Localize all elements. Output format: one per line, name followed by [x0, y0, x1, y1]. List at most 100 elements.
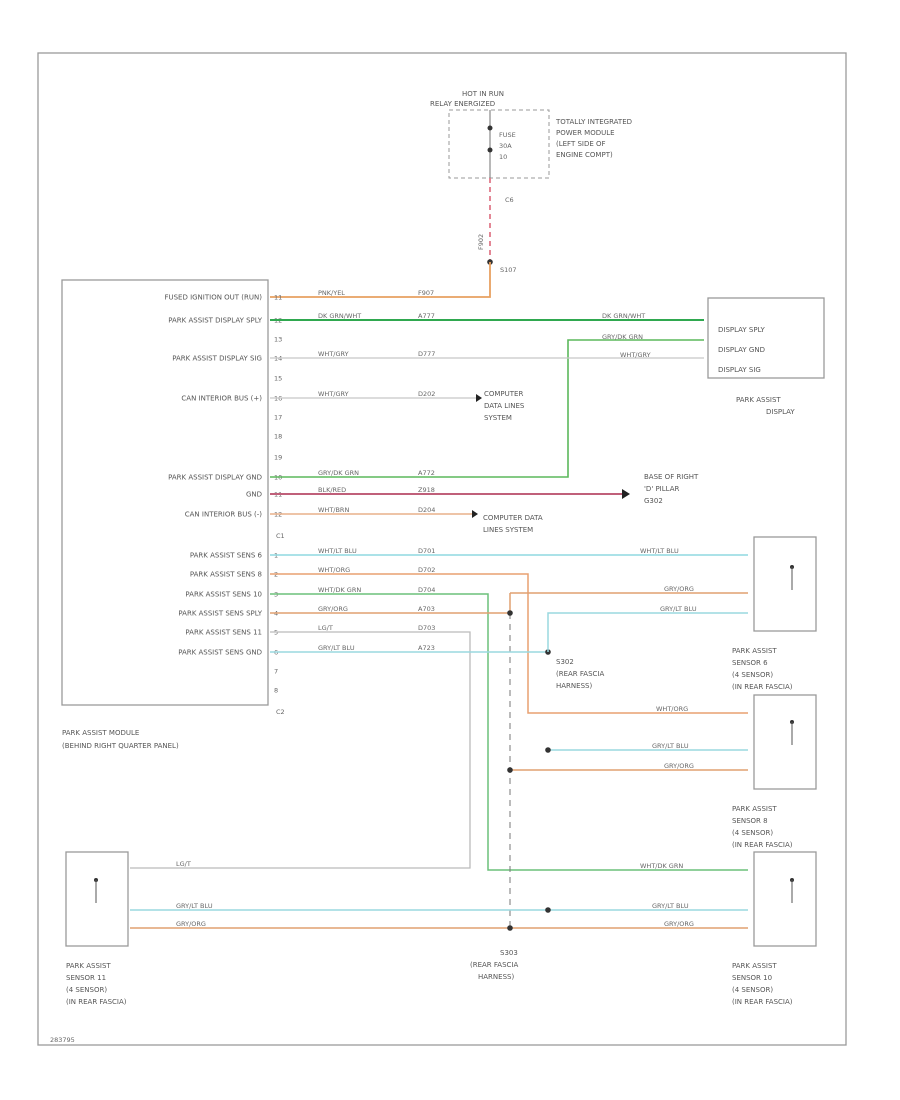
f902-label: F902	[477, 234, 485, 250]
c2-wire-color: WHT/ORG	[318, 566, 350, 574]
s303-line-3: HARNESS)	[478, 973, 514, 981]
sensor8-name-2: SENSOR 8	[732, 817, 768, 825]
sensor6-name-3: (4 SENSOR)	[732, 671, 773, 679]
c1-wire-color: WHT/GRY	[318, 350, 349, 358]
c1-circuit-code: A772	[418, 469, 435, 477]
fuse-label-1: FUSE	[499, 131, 516, 139]
sensor10-wire-3: GRY/ORG	[664, 920, 694, 928]
c2-wire-color: GRY/LT BLU	[318, 644, 355, 652]
s303-line-1: S303	[500, 949, 518, 957]
c1-pin-label: PARK ASSIST DISPLAY GND	[168, 474, 262, 482]
c1-pin-number: 13	[274, 336, 282, 344]
supply-splice-node-2	[507, 767, 513, 773]
fuse-label-2: 30A	[499, 142, 512, 150]
s302-line-1: S302	[556, 658, 574, 666]
sensor10-name-1: PARK ASSIST	[732, 962, 777, 970]
sensor11-name-4: (IN REAR FASCIA)	[66, 998, 127, 1006]
display-wire-label-1: DK GRN/WHT	[602, 312, 645, 320]
c2-pin-label: PARK ASSIST SENS GND	[178, 649, 262, 657]
ground-line-2: 'D' PILLAR	[644, 485, 679, 493]
tipm-line-3: (LEFT SIDE OF	[556, 140, 606, 148]
c2-circuit-code: D701	[418, 547, 435, 555]
sensor11-name-2: SENSOR 11	[66, 974, 106, 982]
c1-circuit-code: F907	[418, 289, 434, 297]
ground-arrow	[622, 489, 630, 499]
c1-wire-color: GRY/DK GRN	[318, 469, 359, 477]
sensor6-name-4: (IN REAR FASCIA)	[732, 683, 793, 691]
sensor11-name-3: (4 SENSOR)	[66, 986, 107, 994]
sensor11-wire-1: LG/T	[176, 860, 191, 868]
c1-circuit-code: D204	[418, 506, 435, 514]
c2-pin-label: PARK ASSIST SENS 8	[190, 571, 262, 579]
display-wire-label-3: WHT/GRY	[620, 351, 651, 359]
sensor8-wire-1: WHT/ORG	[656, 705, 688, 713]
s302-line-2: (REAR FASCIA	[556, 670, 604, 678]
display-pin-sig: DISPLAY SIG	[718, 366, 761, 374]
sensor10-wire-1: WHT/DK GRN	[640, 862, 683, 870]
s303-line-2: (REAR FASCIA	[470, 961, 518, 969]
c1-pin-label: FUSED IGNITION OUT (RUN)	[164, 294, 262, 302]
computer1-line-3: SYSTEM	[484, 414, 512, 422]
d704-wire	[270, 593, 748, 871]
c2-circuit-code: A703	[418, 605, 435, 613]
hot-in-run-label: HOT IN RUN	[462, 90, 504, 98]
c2-circuit-code: A723	[418, 644, 435, 652]
computer-data-arrow-1	[476, 394, 482, 402]
c1-pin-label: CAN INTERIOR BUS (-)	[185, 511, 263, 519]
d703-wire	[130, 631, 471, 869]
c1-pin-number: 11	[274, 294, 282, 302]
c1-circuit-code: Z918	[418, 486, 435, 494]
c2-connector-label: C2	[276, 708, 285, 716]
fuse-label-3: 10	[499, 153, 507, 161]
computer-data-arrow-2	[472, 510, 478, 518]
sensor11-wire-2: GRY/LT BLU	[176, 902, 213, 910]
c2-wire-color: WHT/LT BLU	[318, 547, 357, 555]
c2-pin-number: 7	[274, 668, 278, 676]
c1-pin-number: 15	[274, 375, 282, 383]
ground-line-3: G302	[644, 497, 663, 505]
display-name-1: PARK ASSIST	[736, 396, 781, 404]
s302-line-3: HARNESS)	[556, 682, 592, 690]
computer2-line-1: COMPUTER DATA	[483, 514, 543, 522]
diagram-frame	[37, 52, 847, 1046]
sensor10-wire-2: GRY/LT BLU	[652, 902, 689, 910]
sensor-6-box	[753, 536, 817, 632]
sensor-6: WHT/LT BLU GRY/ORG GRY/LT BLU PARK ASSIS…	[640, 536, 817, 691]
sensor-10: WHT/DK GRN GRY/LT BLU GRY/ORG PARK ASSIS…	[640, 851, 817, 1006]
sensor-11: LG/T GRY/LT BLU GRY/ORG PARK ASSIST SENS…	[65, 851, 213, 1006]
sensor-gnd-bottom-node	[545, 907, 551, 913]
c1-pin-label: PARK ASSIST DISPLAY SIG	[172, 355, 262, 363]
sensor-11-box	[65, 851, 129, 947]
sensor10-name-2: SENSOR 10	[732, 974, 772, 982]
d702-wire	[270, 573, 748, 714]
sensor10-name-3: (4 SENSOR)	[732, 986, 773, 994]
c1-pin-label: GND	[246, 491, 262, 499]
fuse-node-top	[487, 125, 493, 131]
c2-wire-color: WHT/DK GRN	[318, 586, 361, 594]
c2-pin-number: 8	[274, 687, 278, 695]
s107-label: S107	[500, 266, 517, 274]
c2-wire-color: GRY/ORG	[318, 605, 348, 613]
sensor6-name-2: SENSOR 6	[732, 659, 768, 667]
ground-line-1: BASE OF RIGHT	[644, 473, 699, 481]
c1-pin-number: 18	[274, 433, 282, 441]
c1-pin-number: 17	[274, 414, 282, 422]
display-wire-label-2: GRY/DK GRN	[602, 333, 643, 341]
c1-circuit-code: D202	[418, 390, 435, 398]
sensor11-wire-3: GRY/ORG	[176, 920, 206, 928]
tipm-line-2: POWER MODULE	[556, 129, 615, 137]
computer2-line-2: LINES SYSTEM	[483, 526, 533, 534]
park-assist-display-box	[707, 297, 825, 379]
footer-id: 283795	[50, 1036, 75, 1044]
sensor8-name-4: (IN REAR FASCIA)	[732, 841, 793, 849]
fuse-node-bottom	[487, 147, 493, 153]
computer1-line-2: DATA LINES	[484, 402, 525, 410]
park-assist-module-box	[61, 279, 269, 706]
tipm-block: HOT IN RUN RELAY ENERGIZED TOTALLY INTEG…	[270, 90, 632, 298]
display-pin-sply: DISPLAY SPLY	[718, 326, 766, 334]
sensor8-name-1: PARK ASSIST	[732, 805, 777, 813]
sensor6-gnd-wire	[547, 612, 748, 652]
c1-pin-number: 19	[274, 454, 282, 462]
c1-pin-label: PARK ASSIST DISPLAY SPLY	[168, 317, 262, 325]
